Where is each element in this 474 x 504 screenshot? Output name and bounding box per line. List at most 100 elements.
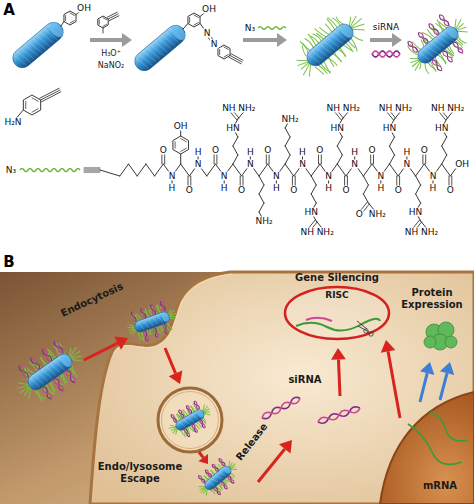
bond-line <box>337 146 342 155</box>
atom-label: NH <box>378 104 394 113</box>
sirna-helix <box>318 407 360 424</box>
tube-lattice <box>431 41 441 52</box>
bond-line <box>219 49 220 54</box>
tube-lattice <box>427 44 437 55</box>
sirna-strand <box>431 58 443 71</box>
sirna-strand <box>428 22 440 36</box>
benzene-ring <box>188 13 200 27</box>
sirna-strand <box>193 400 200 409</box>
tube-lattice <box>163 34 176 48</box>
sirna-strand <box>220 481 228 490</box>
nanotube <box>25 351 75 393</box>
peg-hair <box>458 35 467 45</box>
peg-chain <box>20 169 80 172</box>
atom-label: O <box>368 146 377 155</box>
bond-line <box>103 18 107 20</box>
bond-line <box>109 16 119 21</box>
atom-label: HN <box>434 124 450 133</box>
step-label: Endocytosis <box>59 281 124 319</box>
tube-lattice <box>312 49 324 62</box>
tube-lattice <box>136 56 149 70</box>
nanotube-complex <box>285 1 376 88</box>
sirna-strand <box>150 304 156 315</box>
sirna-helix <box>372 51 400 57</box>
arrow-head <box>381 340 396 353</box>
atom-label: N <box>168 172 177 181</box>
tube-lattice <box>331 33 343 46</box>
bond-line <box>363 185 368 194</box>
arrow-head <box>114 337 128 350</box>
bond-line <box>285 146 290 155</box>
sirna-strand <box>150 304 156 315</box>
tube-lattice <box>179 421 185 428</box>
bond-line <box>442 137 447 146</box>
bond-line <box>181 148 187 151</box>
bond-line <box>32 98 38 102</box>
process-arrow <box>84 343 118 360</box>
atom-label: H <box>376 184 385 193</box>
bond-line <box>42 92 61 102</box>
atom-label: H <box>429 184 438 193</box>
bond-line <box>442 155 447 164</box>
sirna-strand <box>198 475 206 484</box>
sirna-strand <box>431 58 443 71</box>
tube-lattice <box>152 316 158 325</box>
atom-label: N <box>429 172 438 181</box>
bond-line <box>363 164 372 176</box>
bond-line <box>224 47 228 50</box>
atom-label: O <box>289 186 298 195</box>
process-arrow <box>165 348 176 373</box>
bond-line <box>285 137 290 146</box>
atom-label: NH₂ <box>281 115 300 124</box>
bond-line <box>84 172 100 173</box>
peg-hair <box>353 32 363 43</box>
sirna-strand <box>428 22 440 36</box>
bond-line <box>259 203 264 212</box>
nanotube-complex <box>131 21 189 74</box>
tube-lattice <box>423 47 433 58</box>
atom-label: O <box>237 186 246 195</box>
sirna-strand <box>53 340 65 355</box>
bond-line <box>311 194 316 203</box>
atom-label: H <box>403 148 412 157</box>
bond-line <box>183 24 188 30</box>
extracellular-ground <box>0 272 474 504</box>
bond-line <box>285 164 294 176</box>
bond-line <box>129 164 138 176</box>
sirna-strand <box>18 364 30 379</box>
tube-end <box>223 465 232 475</box>
bond-line <box>70 13 74 16</box>
bond-line <box>61 22 64 27</box>
bond-line <box>337 155 342 164</box>
atom-label: siRNA <box>372 23 400 32</box>
bond-line <box>311 176 316 185</box>
sirna-strand <box>178 409 185 418</box>
sirna-strand <box>184 428 191 437</box>
bond-line <box>233 146 238 155</box>
atom-label: NH₂ <box>237 104 256 113</box>
tube-end <box>196 409 205 419</box>
bond-line <box>84 168 100 169</box>
atom-label: O <box>420 146 429 155</box>
tube-lattice <box>219 471 226 478</box>
tube-lattice <box>327 36 339 49</box>
tube-lattice <box>208 480 215 487</box>
endosome <box>158 388 222 452</box>
sirna-strand <box>452 41 464 54</box>
atom-label: OH <box>173 122 189 131</box>
nanotube <box>131 21 189 74</box>
atom-label: N <box>210 40 219 49</box>
scissors <box>369 332 373 336</box>
step-label: Release <box>234 422 269 463</box>
bond-line <box>416 185 421 194</box>
atom-label: OH <box>201 5 217 14</box>
sirna-strand <box>18 364 30 379</box>
bond-line <box>41 90 60 100</box>
process-arrow <box>258 449 285 482</box>
atom-label: H <box>246 148 255 157</box>
tube-lattice <box>184 418 190 425</box>
sirna-strand <box>199 419 206 428</box>
benzene-ring <box>23 95 40 115</box>
tube-lattice <box>140 53 153 67</box>
atom-label: H <box>168 184 177 193</box>
